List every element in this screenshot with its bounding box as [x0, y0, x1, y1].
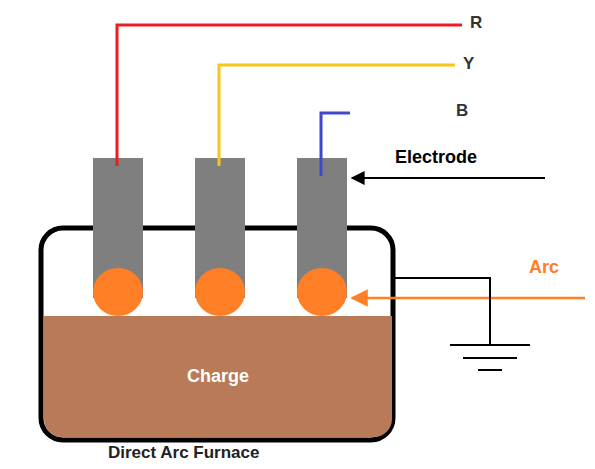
leader-arrow — [352, 177, 545, 179]
part-label: Electrode — [395, 147, 477, 168]
part-label: Arc — [529, 257, 559, 278]
figure-caption: Direct Arc Furnace — [108, 443, 259, 463]
charge-region: Charge — [44, 316, 392, 437]
arc-glow — [93, 268, 143, 316]
yellow-phase-wire — [218, 158, 221, 166]
region-label: Charge — [187, 366, 249, 387]
earth-wire — [395, 278, 490, 345]
arc-glow — [297, 268, 347, 316]
phase-label: R — [470, 13, 482, 33]
ground-symbol — [450, 344, 530, 346]
red-phase-wire — [116, 158, 119, 166]
phase-label: Y — [463, 54, 474, 74]
leader-arrow — [352, 297, 585, 300]
phase-label: B — [456, 101, 468, 121]
blue-phase-wire — [320, 158, 323, 176]
ground-symbol — [478, 369, 502, 371]
red-phase-wire — [117, 25, 462, 165]
arc-glow — [195, 268, 245, 316]
ground-symbol — [463, 357, 517, 359]
